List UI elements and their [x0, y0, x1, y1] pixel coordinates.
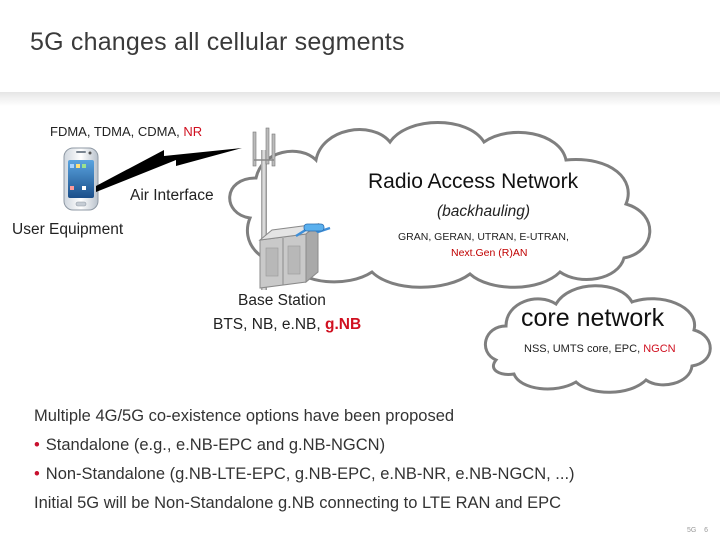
footer-left-text: 5G [686, 527, 697, 534]
lightning-bolt-icon [96, 148, 242, 192]
ran-subtitle: (backhauling) [437, 203, 531, 220]
core-network-title: core network [521, 304, 665, 332]
core-network-types-highlight: NGCN [643, 343, 676, 355]
ran-cloud-icon [228, 121, 652, 289]
title-divider [0, 92, 720, 106]
bullet-non-standalone: • Non-Standalone (g.NB-LTE-EPC, g.NB-EPC,… [34, 460, 575, 489]
coexistence-text-block: Multiple 4G/5G co-existence options have… [34, 402, 575, 518]
slide-footer: 5G 6 [687, 527, 708, 534]
core-cloud-icon [484, 284, 712, 394]
ran-next-gen: Next.Gen (R)AN [451, 247, 528, 259]
core-network-types-text: NSS, UMTS core, EPC, [524, 343, 644, 355]
access-methods-highlight: NR [183, 124, 203, 139]
bullet-standalone-text: Standalone (e.g., e.NB-EPC and g.NB-NGCN… [45, 436, 386, 454]
bullet-standalone: • Standalone (e.g., e.NB-EPC and g.NB-NGC… [34, 431, 575, 460]
ran-title: Radio Access Network [368, 170, 579, 193]
user-equipment-label: User Equipment [12, 221, 124, 238]
base-station-types-highlight: g.NB [324, 316, 362, 333]
bullet-marker: • [34, 436, 40, 454]
base-station-title: Base Station [238, 292, 326, 309]
bullet-non-standalone-text: Non-Standalone (g.NB-LTE-EPC, g.NB-EPC, … [45, 465, 575, 483]
smartphone-icon [63, 147, 99, 211]
coexistence-intro: Multiple 4G/5G co-existence options have… [34, 407, 455, 425]
slide-title: 5G changes all cellular segments [30, 28, 405, 56]
access-methods-label: FDMA, TDMA, CDMA, NR [50, 124, 202, 139]
access-methods-text: FDMA, TDMA, CDMA, [50, 124, 184, 139]
base-station-types: BTS, NB, e.NB, g.NB [213, 316, 361, 334]
core-network-types: NSS, UMTS core, EPC, NGCN [524, 343, 676, 355]
base-station-types-text: BTS, NB, e.NB, [213, 316, 325, 333]
initial-5g-statement: Initial 5G will be Non-Standalone g.NB c… [34, 494, 562, 512]
antenna-tower-icon [252, 127, 276, 290]
ran-technologies: GRAN, GERAN, UTRAN, E-UTRAN, [398, 231, 569, 243]
air-interface-label: Air Interface [130, 187, 214, 204]
base-station-cabinet-icon [258, 222, 320, 289]
bullet-marker: • [34, 465, 40, 483]
slide-number: 6 [704, 527, 708, 534]
